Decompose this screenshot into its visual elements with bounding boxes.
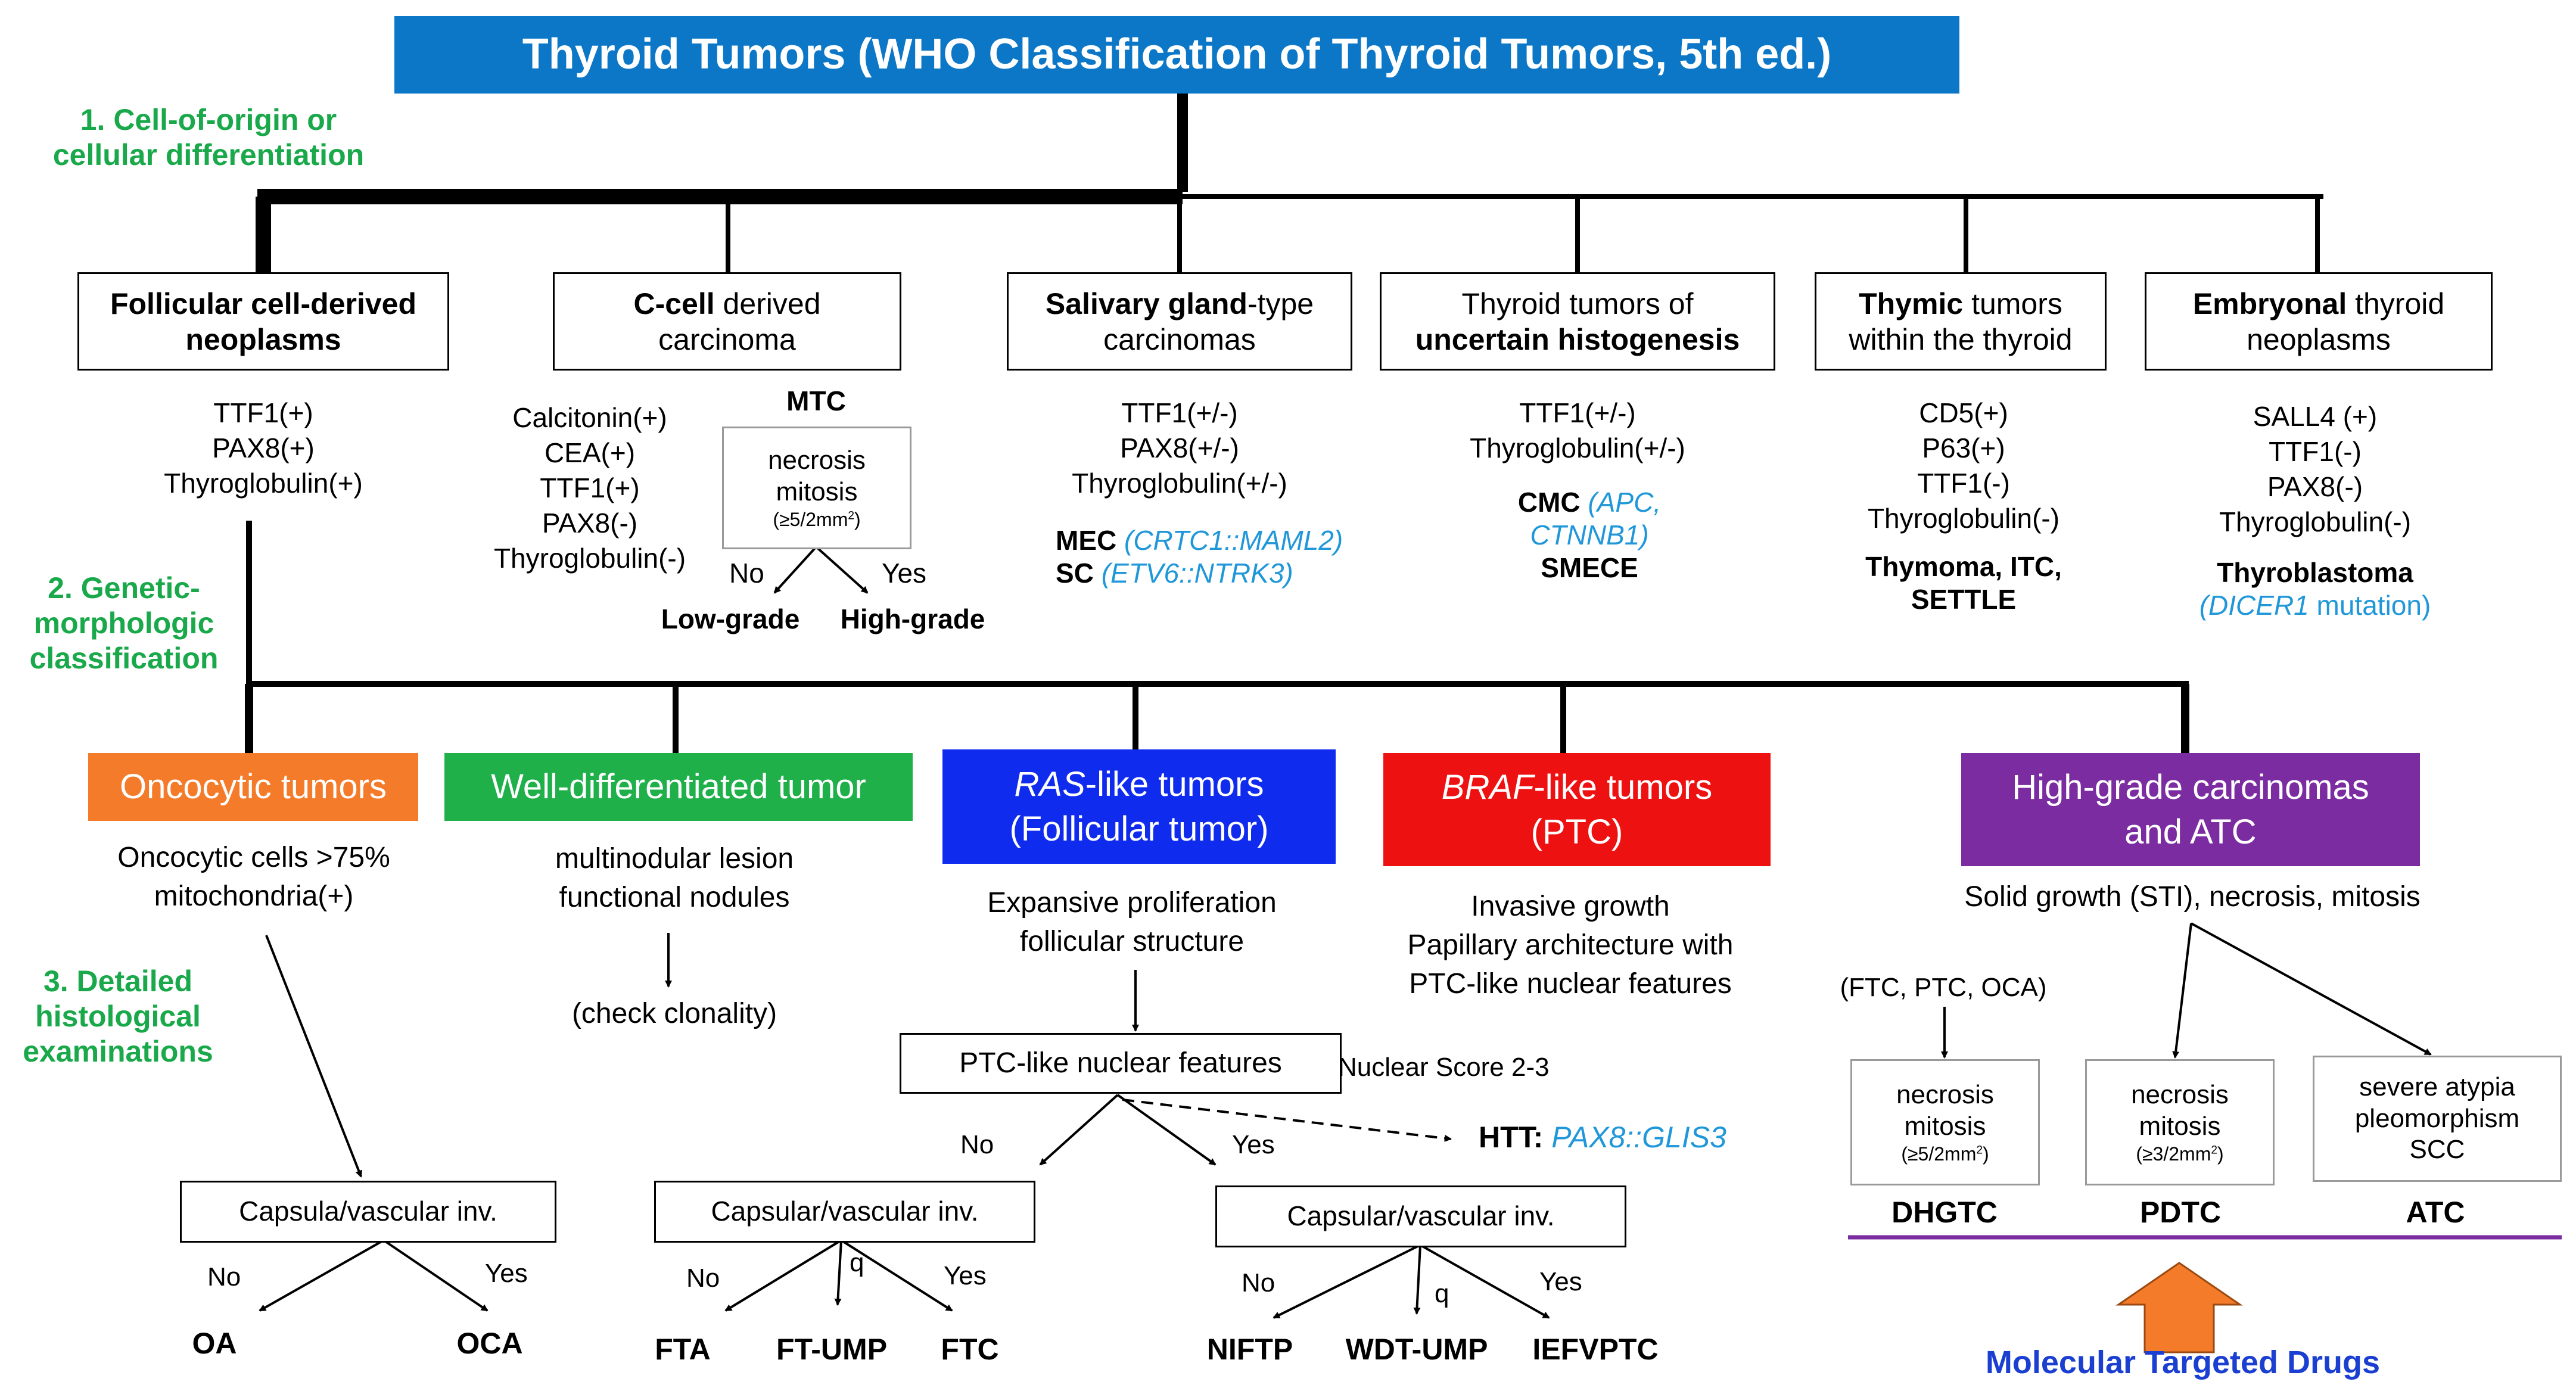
ftc-result: FTC: [941, 1333, 999, 1366]
onco-yes-label: Yes: [485, 1259, 528, 1288]
nuclear-score: Nuclear Score 2-3: [1338, 1053, 1550, 1082]
thymic-types: Thymoma, ITC,SETTLE: [1865, 551, 2062, 615]
embryonal-markers: SALL4 (+)TTF1(-)PAX8(-)Thyroglobulin(-): [2219, 401, 2412, 537]
uncertain-markers: TTF1(+/-)Thyroglobulin(+/-): [1470, 397, 1685, 463]
ft-ump-result: FT-UMP: [776, 1333, 888, 1366]
thymic-markers: CD5(+)P63(+)TTF1(-)Thyroglobulin(-): [1867, 397, 2060, 534]
niftp-result: NIFTP: [1206, 1333, 1293, 1366]
low-grade-label: Low-grade: [661, 603, 800, 634]
high-desc: Solid growth (STI), necrosis, mitosis: [1964, 881, 2421, 913]
oca-result: OCA: [456, 1327, 523, 1360]
onco-capsula-box: Capsula/vascular inv.: [180, 1181, 556, 1243]
atc-result: ATC: [2406, 1196, 2465, 1229]
mtc-yes-label: Yes: [882, 558, 927, 589]
htt-label: HTT: PAX8::GLIS3: [1479, 1121, 1726, 1154]
embryonal-types: Thyroblastoma (DICER1 mutation): [2199, 557, 2431, 621]
salivary-markers: TTF1(+/-)PAX8(+/-)Thyroglobulin(+/-): [1072, 397, 1287, 499]
onco-no-label: No: [207, 1262, 241, 1292]
dhgtc-result: DHGTC: [1891, 1196, 1998, 1229]
up-arrow-icon: [2115, 1262, 2243, 1353]
ras-right-no: No: [1242, 1268, 1275, 1297]
mtc-label: MTC: [786, 385, 846, 416]
wdt-box: Well-differentiated tumor: [444, 753, 913, 821]
page-title: Thyroid Tumors (WHO Classification of Th…: [394, 16, 1959, 94]
wdt-ump-result: WDT-UMP: [1345, 1333, 1488, 1366]
ptc-nuclear-box: PTC-like nuclear features: [900, 1033, 1342, 1094]
fta-result: FTA: [655, 1333, 711, 1366]
iefvptc-result: IEFVPTC: [1532, 1333, 1659, 1366]
oncocytic-desc: Oncocytic cells >75%mitochondria(+): [117, 842, 390, 912]
ras-left-q: q: [850, 1248, 864, 1277]
pdtc-result: PDTC: [2139, 1196, 2222, 1229]
ras-right-capsular-box: Capsular/vascular inv.: [1215, 1185, 1626, 1247]
ccell-markers: Calcitonin(+)CEA(+)TTF1(+)PAX8(-)Thyrogl…: [493, 402, 686, 574]
braf-box: BRAF-like tumors(PTC): [1383, 753, 1771, 866]
high-sub: (FTC, PTC, OCA): [1840, 973, 2047, 1002]
wdt-check: (check clonality): [571, 998, 777, 1029]
ras-right-q: q: [1435, 1279, 1449, 1308]
ras-left-yes: Yes: [944, 1261, 987, 1290]
follicular-markers: TTF1(+)PAX8(+)Thyroglobulin(+): [164, 397, 363, 499]
mtc-no-label: No: [729, 558, 764, 589]
oncocytic-box: Oncocytic tumors: [88, 753, 418, 821]
ras-left-no: No: [686, 1264, 720, 1293]
ras-left-capsular-box: Capsular/vascular inv.: [654, 1181, 1035, 1243]
molecular-drugs-label: Molecular Targeted Drugs: [1985, 1345, 2381, 1380]
high-grade-label: High-grade: [840, 603, 985, 634]
ras-box: RAS-like tumors(Follicular tumor): [942, 749, 1336, 864]
ras-no-label: No: [960, 1130, 994, 1159]
ras-right-yes: Yes: [1539, 1267, 1582, 1296]
ras-yes-label: Yes: [1232, 1130, 1275, 1159]
uncertain-types: CMC (APC, CTNNB1) SMECE: [1517, 487, 1662, 584]
oa-result: OA: [192, 1327, 237, 1360]
salivary-types: MEC (CRTC1::MAML2) SC (ETV6::NTRK3): [1056, 525, 1343, 589]
